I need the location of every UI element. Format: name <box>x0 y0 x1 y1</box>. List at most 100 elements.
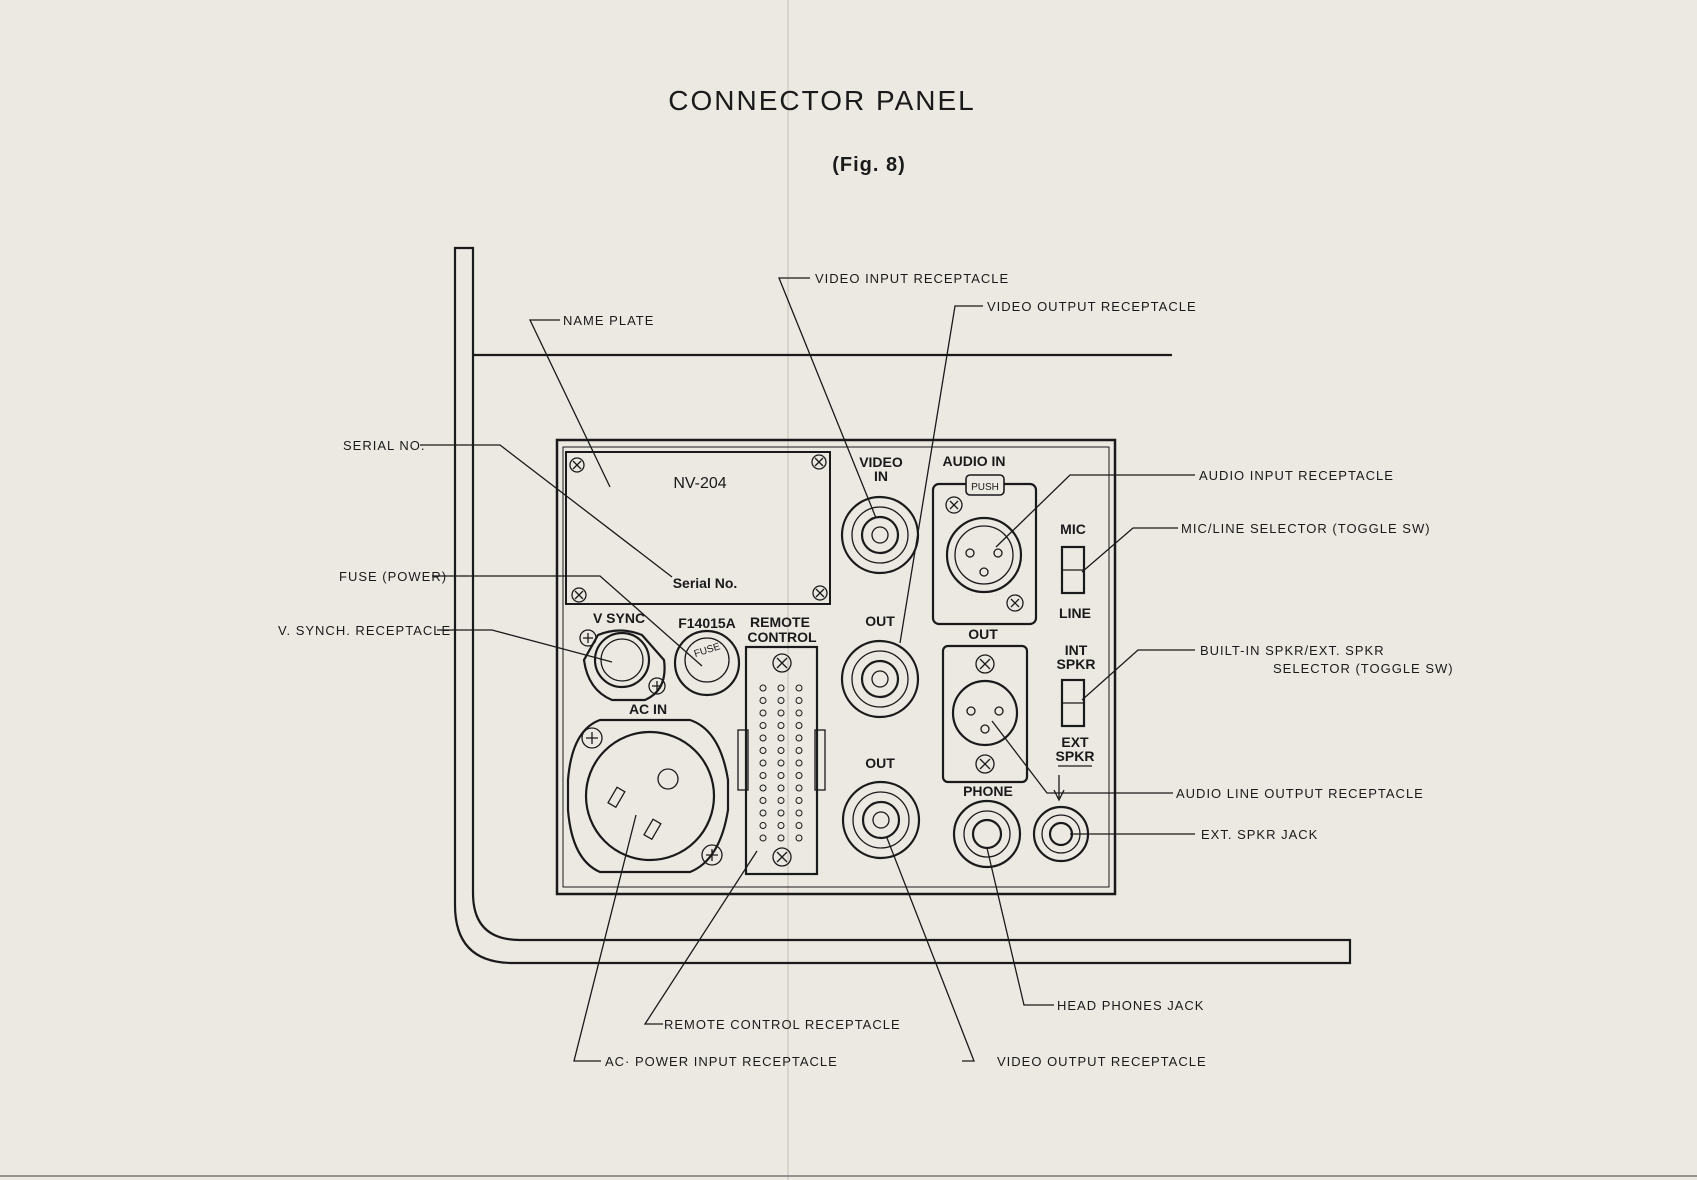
connector-pin <box>795 772 803 779</box>
leader-lines <box>420 277 1195 1062</box>
connector-pin <box>777 797 785 804</box>
callout-mic-line: MIC/LINE SELECTOR (TOGGLE SW) <box>1181 521 1431 536</box>
svg-text:SPKR: SPKR <box>1056 748 1095 764</box>
screw-plus-icon <box>581 727 603 749</box>
connector-pin <box>795 759 803 767</box>
connector-pin <box>795 697 803 704</box>
connector-pin <box>777 734 785 742</box>
connector-pin <box>759 759 767 767</box>
connector-pin <box>777 759 785 767</box>
video-out-receptacle-2: OUT <box>841 755 921 860</box>
name-plate: NV-204 Serial No. <box>565 451 831 605</box>
screw-plus-icon <box>701 844 723 866</box>
svg-text:CONTROL: CONTROL <box>747 629 817 645</box>
connector-pin <box>759 709 767 717</box>
connector-pin <box>759 684 767 692</box>
connector-pin <box>759 722 767 729</box>
svg-text:OUT: OUT <box>865 613 895 629</box>
audio-out-receptacle: OUT <box>941 626 1029 784</box>
connector-pin <box>759 809 767 817</box>
audio-in-receptacle: AUDIO IN PUSH <box>931 453 1038 626</box>
connector-pin <box>795 709 803 717</box>
svg-text:MIC: MIC <box>1060 521 1086 537</box>
connector-pin <box>795 809 803 817</box>
connector-pin <box>795 834 803 842</box>
svg-text:LINE: LINE <box>1059 605 1091 621</box>
screw-icon <box>975 754 995 774</box>
callout-audio-line-output: AUDIO LINE OUTPUT RECEPTACLE <box>1176 786 1424 801</box>
callout-spkr-selector-1: BUILT-IN SPKR/EXT. SPKR <box>1200 643 1385 658</box>
connector-pin <box>795 734 803 742</box>
screw-icon <box>945 496 963 514</box>
screw-plus-icon <box>579 629 597 647</box>
svg-text:IN: IN <box>874 468 888 484</box>
page-title: CONNECTOR PANEL <box>668 85 975 116</box>
connector-pin <box>795 797 803 804</box>
callout-spkr-selector-2: SELECTOR (TOGGLE SW) <box>1273 661 1454 676</box>
spkr-toggle-switch: INT SPKR EXT SPKR <box>1053 642 1096 802</box>
svg-text:OUT: OUT <box>968 626 998 642</box>
connector-pin <box>759 797 767 804</box>
connector-pin <box>759 834 767 842</box>
mic-line-toggle-switch: MIC LINE <box>1059 521 1091 621</box>
connector-panel <box>555 438 1117 896</box>
video-out-receptacle-1: OUT <box>840 613 920 719</box>
svg-text:PHONE: PHONE <box>963 783 1013 799</box>
screw-icon <box>975 654 995 674</box>
callout-video-output-top: VIDEO OUTPUT RECEPTACLE <box>987 299 1197 314</box>
screw-icon <box>569 457 585 473</box>
svg-text:INT: INT <box>1065 642 1088 658</box>
svg-text:FUSE: FUSE <box>693 641 722 660</box>
callout-remote-control: REMOTE CONTROL RECEPTACLE <box>664 1017 901 1032</box>
screw-icon <box>772 847 792 867</box>
svg-text:VIDEO: VIDEO <box>859 454 903 470</box>
callout-fuse-power: FUSE (POWER) <box>339 569 447 584</box>
callout-name-plate: NAME PLATE <box>563 313 654 328</box>
svg-text:AUDIO IN: AUDIO IN <box>943 453 1006 469</box>
connector-pin <box>777 822 785 829</box>
model-number: NV-204 <box>673 475 726 492</box>
screw-icon <box>571 587 587 603</box>
svg-text:EXT: EXT <box>1061 734 1089 750</box>
callout-ext-spkr-jack: EXT. SPKR JACK <box>1201 827 1318 842</box>
connector-pin <box>795 722 803 729</box>
connector-pin <box>777 784 785 792</box>
serial-no-label: Serial No. <box>673 575 738 591</box>
svg-text:REMOTE: REMOTE <box>750 614 810 630</box>
connector-pin <box>795 822 803 829</box>
connector-pin <box>759 747 767 754</box>
screw-icon <box>1006 594 1024 612</box>
connector-pin <box>777 709 785 717</box>
screw-icon <box>772 653 792 673</box>
chassis-outline <box>453 246 1352 965</box>
svg-text:AC IN: AC IN <box>629 701 667 717</box>
connector-pin <box>777 834 785 842</box>
connector-pin <box>759 772 767 779</box>
screw-icon <box>811 454 827 470</box>
remote-control-receptacle: REMOTE CONTROL <box>737 614 826 876</box>
v-sync-receptacle: V SYNC <box>579 610 666 702</box>
callout-head-phones: HEAD PHONES JACK <box>1057 998 1204 1013</box>
screw-icon <box>812 585 828 601</box>
fuse-holder: F14015A FUSE <box>673 615 741 697</box>
connector-pin <box>777 772 785 779</box>
svg-text:OUT: OUT <box>865 755 895 771</box>
connector-pin <box>777 684 785 692</box>
connector-pin <box>795 684 803 692</box>
callout-ac-power: AC· POWER INPUT RECEPTACLE <box>605 1054 838 1069</box>
svg-text:F14015A: F14015A <box>678 615 736 631</box>
callout-audio-input: AUDIO INPUT RECEPTACLE <box>1199 468 1394 483</box>
callout-v-synch: V. SYNCH. RECEPTACLE <box>278 623 451 638</box>
connector-pin <box>759 697 767 704</box>
connector-pin <box>759 734 767 742</box>
video-in-receptacle: VIDEO IN <box>840 454 920 575</box>
callout-serial-no: SERIAL NO. <box>343 438 425 453</box>
connector-pin <box>795 784 803 792</box>
connector-pin <box>777 697 785 704</box>
connector-pin <box>759 822 767 829</box>
svg-text:SPKR: SPKR <box>1057 656 1096 672</box>
connector-pin <box>777 809 785 817</box>
connector-pin <box>777 722 785 729</box>
ac-power-inlet: AC IN <box>566 701 730 874</box>
